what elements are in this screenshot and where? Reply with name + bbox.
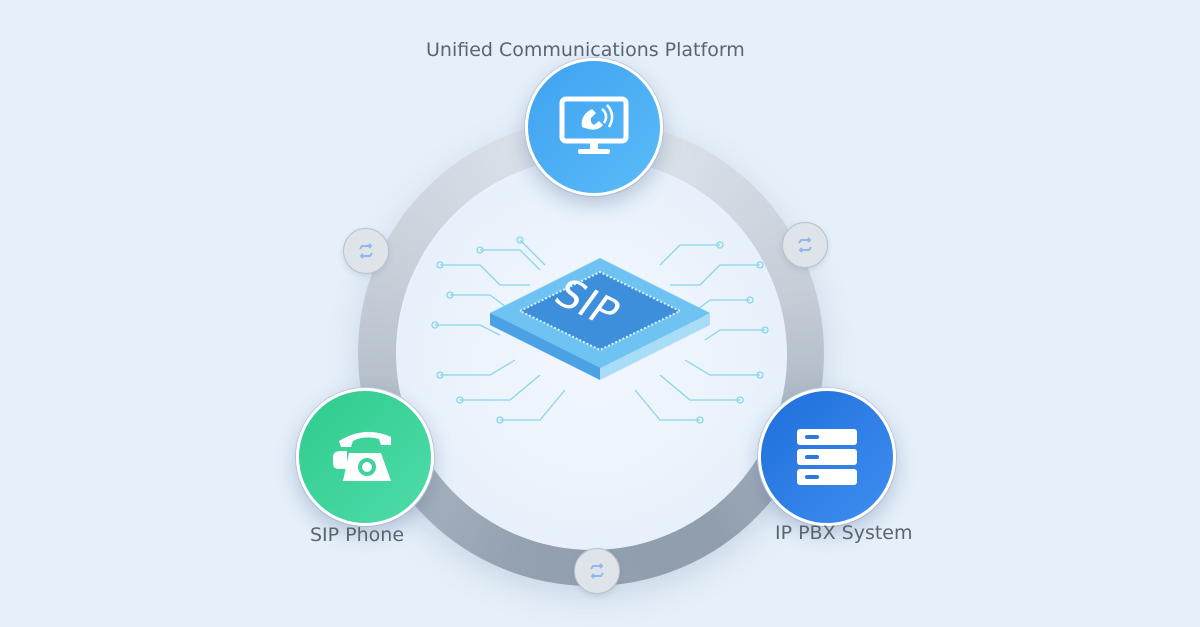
node-label-ip-pbx: IP PBX System bbox=[775, 522, 913, 544]
node-sip-phone bbox=[296, 388, 434, 526]
node-label-unified-communications: Unified Communications Platform bbox=[426, 39, 745, 61]
sync-connector-top-left bbox=[343, 228, 389, 274]
server-icon bbox=[797, 429, 857, 485]
monitor-phone-icon bbox=[559, 96, 629, 154]
node-unified-communications bbox=[525, 58, 663, 196]
chip-icon: SIP bbox=[431, 236, 769, 424]
sync-connector-bottom bbox=[574, 548, 620, 594]
sip-chip: SIP bbox=[420, 225, 780, 425]
telephone-icon bbox=[333, 431, 391, 481]
sync-icon bbox=[798, 237, 812, 253]
sync-icon bbox=[359, 243, 373, 259]
sync-connector-top-right bbox=[782, 222, 828, 268]
node-ip-pbx bbox=[758, 388, 896, 526]
sync-icon bbox=[590, 563, 604, 579]
node-label-sip-phone: SIP Phone bbox=[310, 524, 405, 546]
